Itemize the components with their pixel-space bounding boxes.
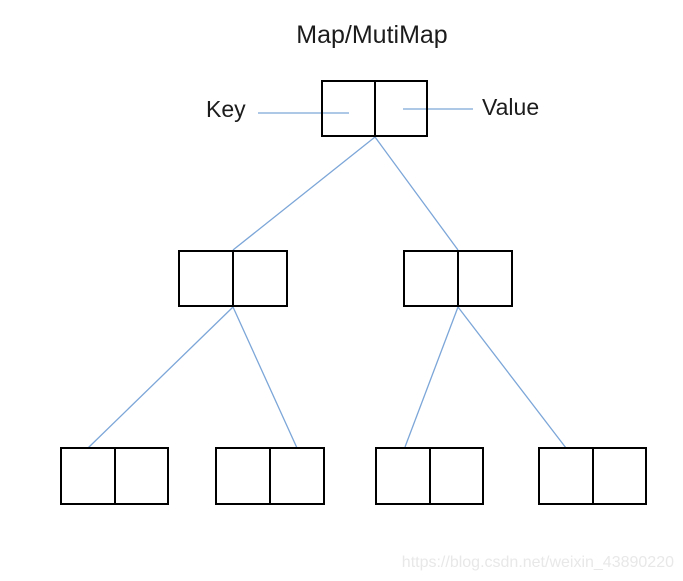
tree-edge-root-to-child-left (232, 136, 376, 251)
key-label: Key (206, 96, 246, 122)
tree-edge-child-right-to-leaf-4 (457, 306, 567, 449)
tree-edge-child-left-to-leaf-2 (232, 306, 298, 449)
value-label: Value (482, 94, 540, 120)
tree-edge-child-left-to-leaf-1 (87, 306, 234, 449)
diagram-title: Map/MutiMap (296, 21, 448, 49)
tree-edge-child-right-to-leaf-3 (404, 306, 459, 448)
watermark: https://blog.csdn.net/weixin_43890220 (401, 554, 674, 571)
tree-edge-root-to-child-right (374, 136, 459, 251)
